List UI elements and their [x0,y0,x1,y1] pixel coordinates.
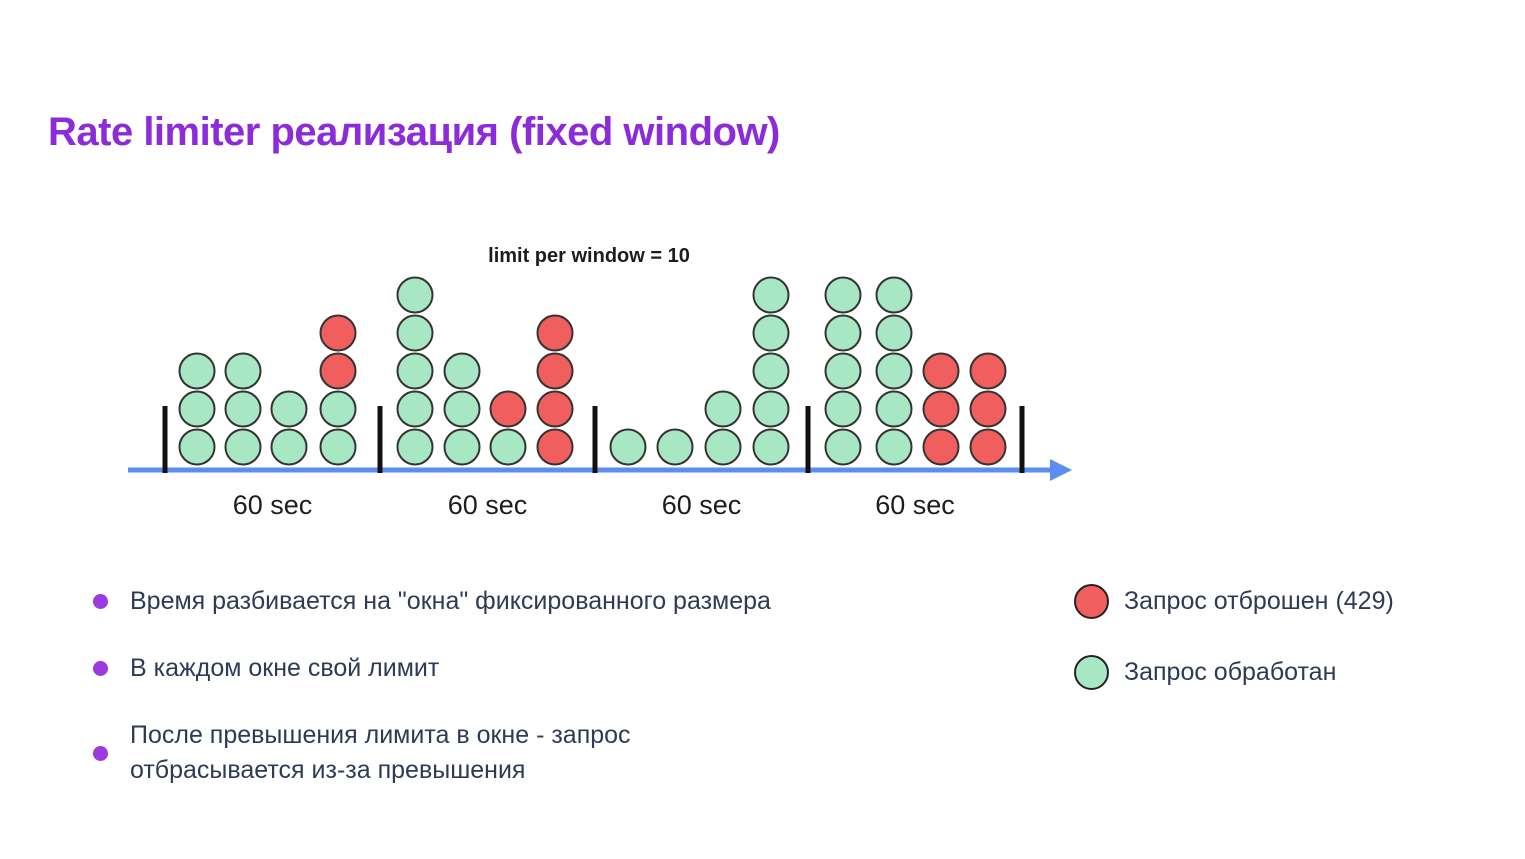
request-circle-processed [752,314,790,352]
request-circle-rejected [319,352,357,390]
request-circle-rejected [489,390,527,428]
request-circle-rejected [922,352,960,390]
request-circle-processed [824,428,862,466]
request-circle-processed [752,352,790,390]
request-circle-processed [824,390,862,428]
page-title: Rate limiter реализация (fixed window) [48,110,780,154]
bullet-list: Время разбивается на "окна" фиксированно… [93,584,913,788]
request-circle-processed [609,428,647,466]
legend: Запрос отброшен (429) Запрос обработан [1074,583,1394,690]
request-circle-processed [704,428,742,466]
request-circle-processed [875,352,913,390]
diagram-caption: limit per window = 10 [488,245,690,267]
window-label: 60 sec [662,490,742,520]
request-circle-processed [656,428,694,466]
request-circle-processed [752,390,790,428]
request-circle-processed [224,428,262,466]
request-circle-rejected [969,352,1007,390]
request-circle-processed [875,276,913,314]
request-circle-processed [270,390,308,428]
request-circle-processed [443,428,481,466]
request-circle-processed [396,314,434,352]
bullet-text: В каждом окне свой лимит [130,654,440,682]
request-circle-rejected [536,314,574,352]
request-circle-rejected [922,428,960,466]
bullet-text: После превышения лимита в окне - запрос … [130,721,631,784]
request-circle-processed [875,390,913,428]
request-circle-rejected [922,390,960,428]
request-circle-rejected [536,428,574,466]
request-circle-rejected [536,390,574,428]
request-circle-processed [319,428,357,466]
request-circle-rejected [319,314,357,352]
request-circle-processed [875,428,913,466]
window-label: 60 sec [875,490,955,520]
request-circle-rejected [969,428,1007,466]
request-circle-processed [178,390,216,428]
request-circle-processed [824,352,862,390]
window-label: 60 sec [233,490,313,520]
request-circle-rejected [536,352,574,390]
request-circle-processed [224,390,262,428]
request-circle-processed [178,428,216,466]
request-circle-processed [396,390,434,428]
request-circle-processed [319,390,357,428]
legend-label: Запрос обработан [1124,657,1337,686]
legend-label: Запрос отброшен (429) [1124,586,1394,615]
rejected-request-icon [1074,583,1109,619]
rate-limiter-diagram: limit per window = 10 60 sec 60 sec 60 sec 6… [128,245,1072,520]
request-circle-processed [396,276,434,314]
request-circle-rejected [969,390,1007,428]
request-circle-processed [224,352,262,390]
bullet-item: После превышения лимита в окне - запрос … [93,718,913,788]
request-circle-processed [270,428,308,466]
request-circle-processed [875,314,913,352]
request-circle-processed [752,276,790,314]
request-circle-processed [752,428,790,466]
request-circle-processed [443,390,481,428]
processed-request-icon [1074,654,1109,690]
request-circle-processed [824,276,862,314]
bullet-dot-icon [93,661,108,676]
request-circle-processed [489,428,527,466]
request-circle-processed [178,352,216,390]
request-circle-processed [396,352,434,390]
bullet-text: Время разбивается на "окна" фиксированно… [130,587,771,615]
bullet-item: В каждом окне свой лимит [93,651,913,686]
request-circle-processed [704,390,742,428]
timeline-arrowhead-icon [1050,459,1072,481]
request-circle-processed [824,314,862,352]
legend-item-processed: Запрос обработан [1074,654,1394,690]
bullet-dot-icon [93,745,108,761]
request-circle-processed [443,352,481,390]
legend-item-rejected: Запрос отброшен (429) [1074,583,1394,619]
bullet-item: Время разбивается на "окна" фиксированно… [93,584,913,619]
bullet-dot-icon [93,594,108,609]
window-label: 60 sec [448,490,528,520]
request-circle-processed [396,428,434,466]
